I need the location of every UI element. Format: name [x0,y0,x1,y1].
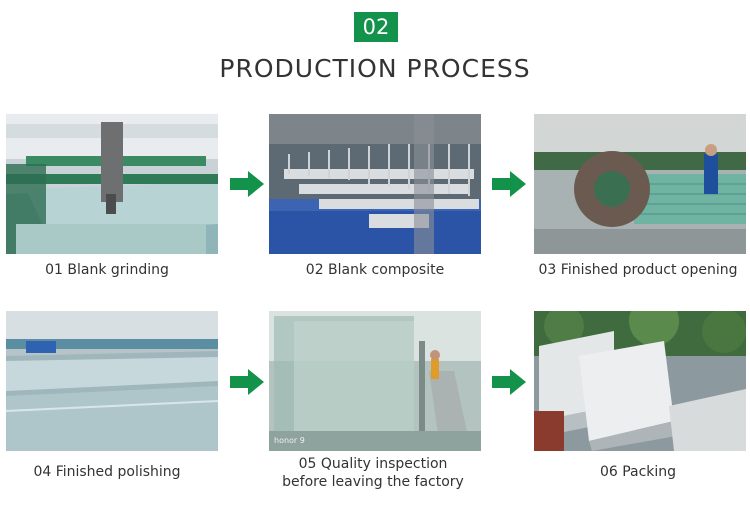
photo-packing [534,311,746,451]
caption-blank-composite: 02 Blank composite [305,262,445,278]
camera-watermark: honor 9 [274,436,305,445]
page-title: PRODUCTION PROCESS [219,54,531,83]
photo-blank-grinding [6,114,218,254]
caption-blank-grinding: 01 Blank grinding [45,262,169,278]
caption-quality-inspection: 05 Quality inspection before leaving the… [253,455,493,491]
caption-quality-inspection-line2: before leaving the factory [282,474,464,490]
photo-finished-product-opening [534,114,746,254]
caption-finished-polishing: 04 Finished polishing [33,464,181,480]
arrow-right-icon [230,369,264,395]
caption-quality-inspection-line1: 05 Quality inspection [298,456,448,472]
arrow-right-icon [230,171,264,197]
arrow-right-icon [492,369,526,395]
photo-finished-polishing [6,311,218,451]
caption-finished-product-opening: 03 Finished product opening [538,262,738,278]
section-number-badge: 02 [354,12,398,42]
photo-blank-composite [269,114,481,254]
photo-quality-inspection [269,311,481,451]
caption-packing: 06 Packing [599,464,677,480]
arrow-right-icon [492,171,526,197]
